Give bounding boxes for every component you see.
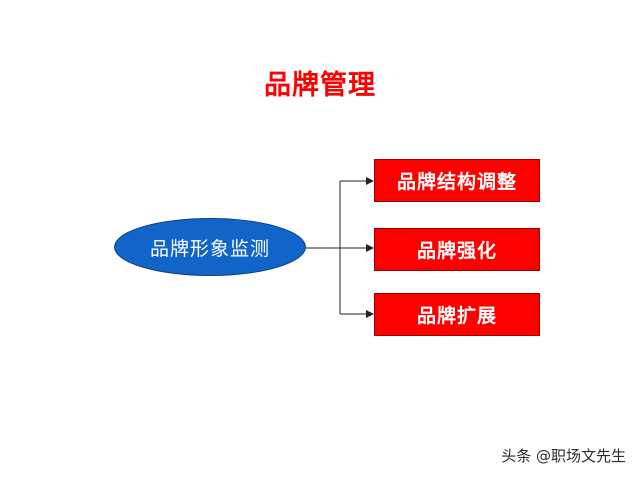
watermark-text: 头条 @职场文先生 [501,447,626,465]
branch-label-2: 品牌强化 [416,240,497,262]
center-node-ellipse: 品牌形象监测 [114,218,306,276]
branch-box-1: 品牌结构调整 [374,159,540,202]
branch-box-2: 品牌强化 [374,228,540,271]
center-node-label: 品牌形象监测 [149,237,270,260]
branch-box-3: 品牌扩展 [374,293,540,336]
branch-label-3: 品牌扩展 [416,305,497,327]
branch-label-1: 品牌结构调整 [396,171,517,193]
diagram-title: 品牌管理 [264,70,376,101]
arrowhead-1 [366,177,374,185]
arrowhead-3 [366,310,374,318]
arrowhead-2 [366,244,374,252]
